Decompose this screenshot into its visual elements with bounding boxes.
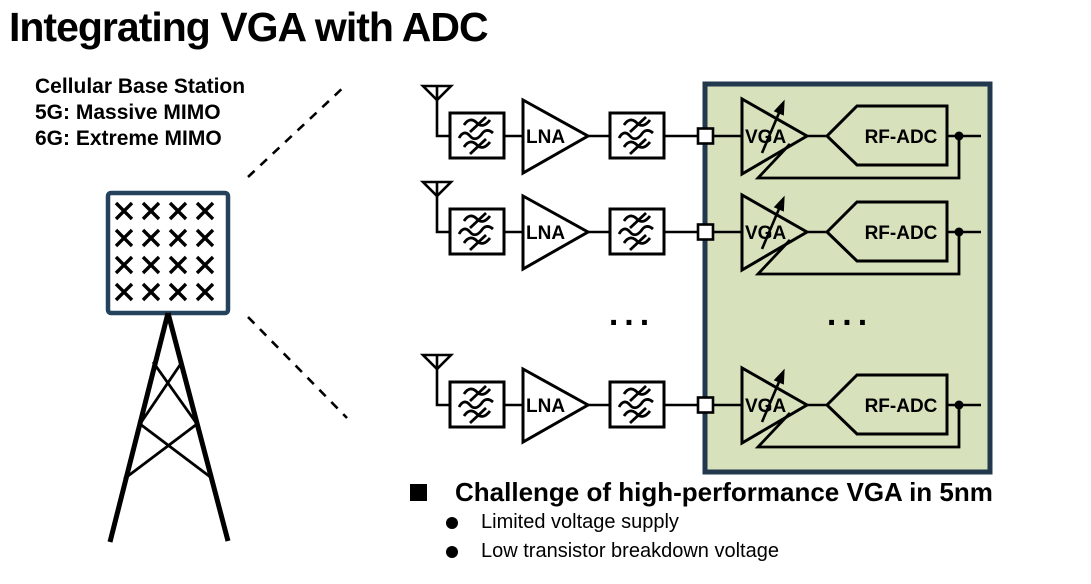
square-bullet-icon: [410, 484, 427, 501]
integrated-chip-highlight-box: [702, 81, 993, 475]
challenge-heading-row: Challenge of high-performance VGA in 5nm: [408, 477, 993, 508]
challenge-bullet-row-1: Limited voltage supply: [446, 508, 993, 537]
challenge-section: Challenge of high-performance VGA in 5nm…: [408, 477, 993, 566]
lna-label-row-1: LNA: [526, 127, 565, 148]
ellipsis-left: ...: [609, 295, 655, 333]
cell-tower-icon: [107, 312, 231, 543]
challenge-bullet-row-2: Low transistor breakdown voltage: [446, 537, 993, 566]
adc-label-row-3: RF-ADC: [865, 396, 938, 417]
circle-bullet-icon: [446, 516, 458, 529]
challenge-heading: Challenge of high-performance VGA in 5nm: [455, 477, 993, 507]
dashed-line-bottom: [247, 316, 348, 419]
slide-title: Integrating VGA with ADC: [9, 4, 489, 50]
note-line-1: Cellular Base Station: [35, 75, 246, 98]
adc-label-row-1: RF-ADC: [865, 127, 938, 148]
lna-label-row-2: LNA: [526, 223, 565, 244]
antenna-array-panel: [105, 190, 231, 316]
challenge-bullet-1: Limited voltage supply: [481, 511, 679, 533]
challenge-bullet-2: Low transistor breakdown voltage: [481, 540, 779, 562]
vga-label-row-1: VGA: [745, 127, 786, 148]
vga-label-row-2: VGA: [745, 223, 786, 244]
note-line-2: 5G: Massive MIMO: [35, 101, 221, 124]
note-line-3: 6G: Extreme MIMO: [35, 127, 222, 150]
lna-label-row-3: LNA: [526, 396, 565, 417]
adc-label-row-2: RF-ADC: [865, 223, 938, 244]
zoom-connector-lines: [247, 83, 348, 419]
circle-bullet-icon: [446, 545, 458, 558]
dashed-line-top: [247, 83, 348, 178]
base-station-note: Cellular Base Station 5G: Massive MIMO 6…: [35, 74, 245, 152]
vga-label-row-3: VGA: [745, 396, 786, 417]
ellipsis-right: ...: [827, 295, 873, 333]
